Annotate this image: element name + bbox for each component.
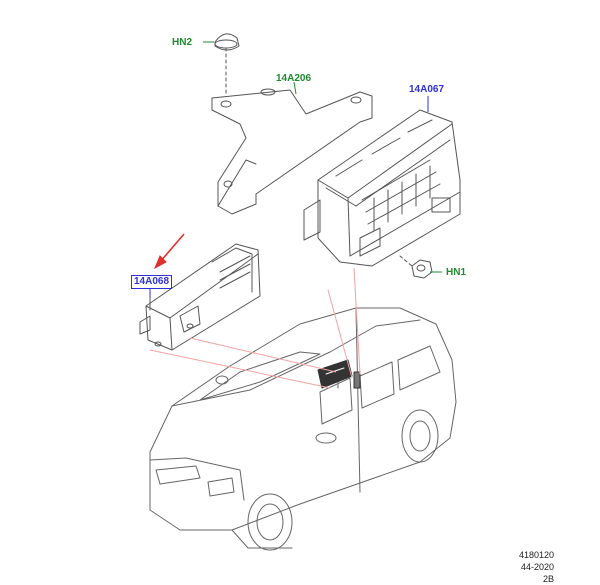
callout-module-left: 14A068 [131,275,173,289]
reference-line-1: 4180120 [518,550,554,560]
red-arrow [153,233,185,270]
vehicle-module-highlight [317,359,361,389]
vehicle-outline [149,307,457,551]
callout-module-top: 14A067 [409,84,445,95]
callout-leaders [203,41,442,273]
leader-lines [149,267,361,389]
drawing-reference: 4180120 44-2020 2B [519,549,554,585]
callout-bracket: 14A206 [276,73,312,84]
mounting-bracket [211,88,373,215]
callout-leaders-blue [149,96,429,298]
callout-hn1: HN1 [446,267,467,278]
nut-hn1 [399,255,433,279]
callout-hn2: HN2 [172,37,193,48]
fuse-box-module [303,109,461,267]
reference-line-3: 2B [542,574,554,584]
bolt-hn2 [214,33,240,97]
reference-line-2: 44-2020 [520,562,554,572]
